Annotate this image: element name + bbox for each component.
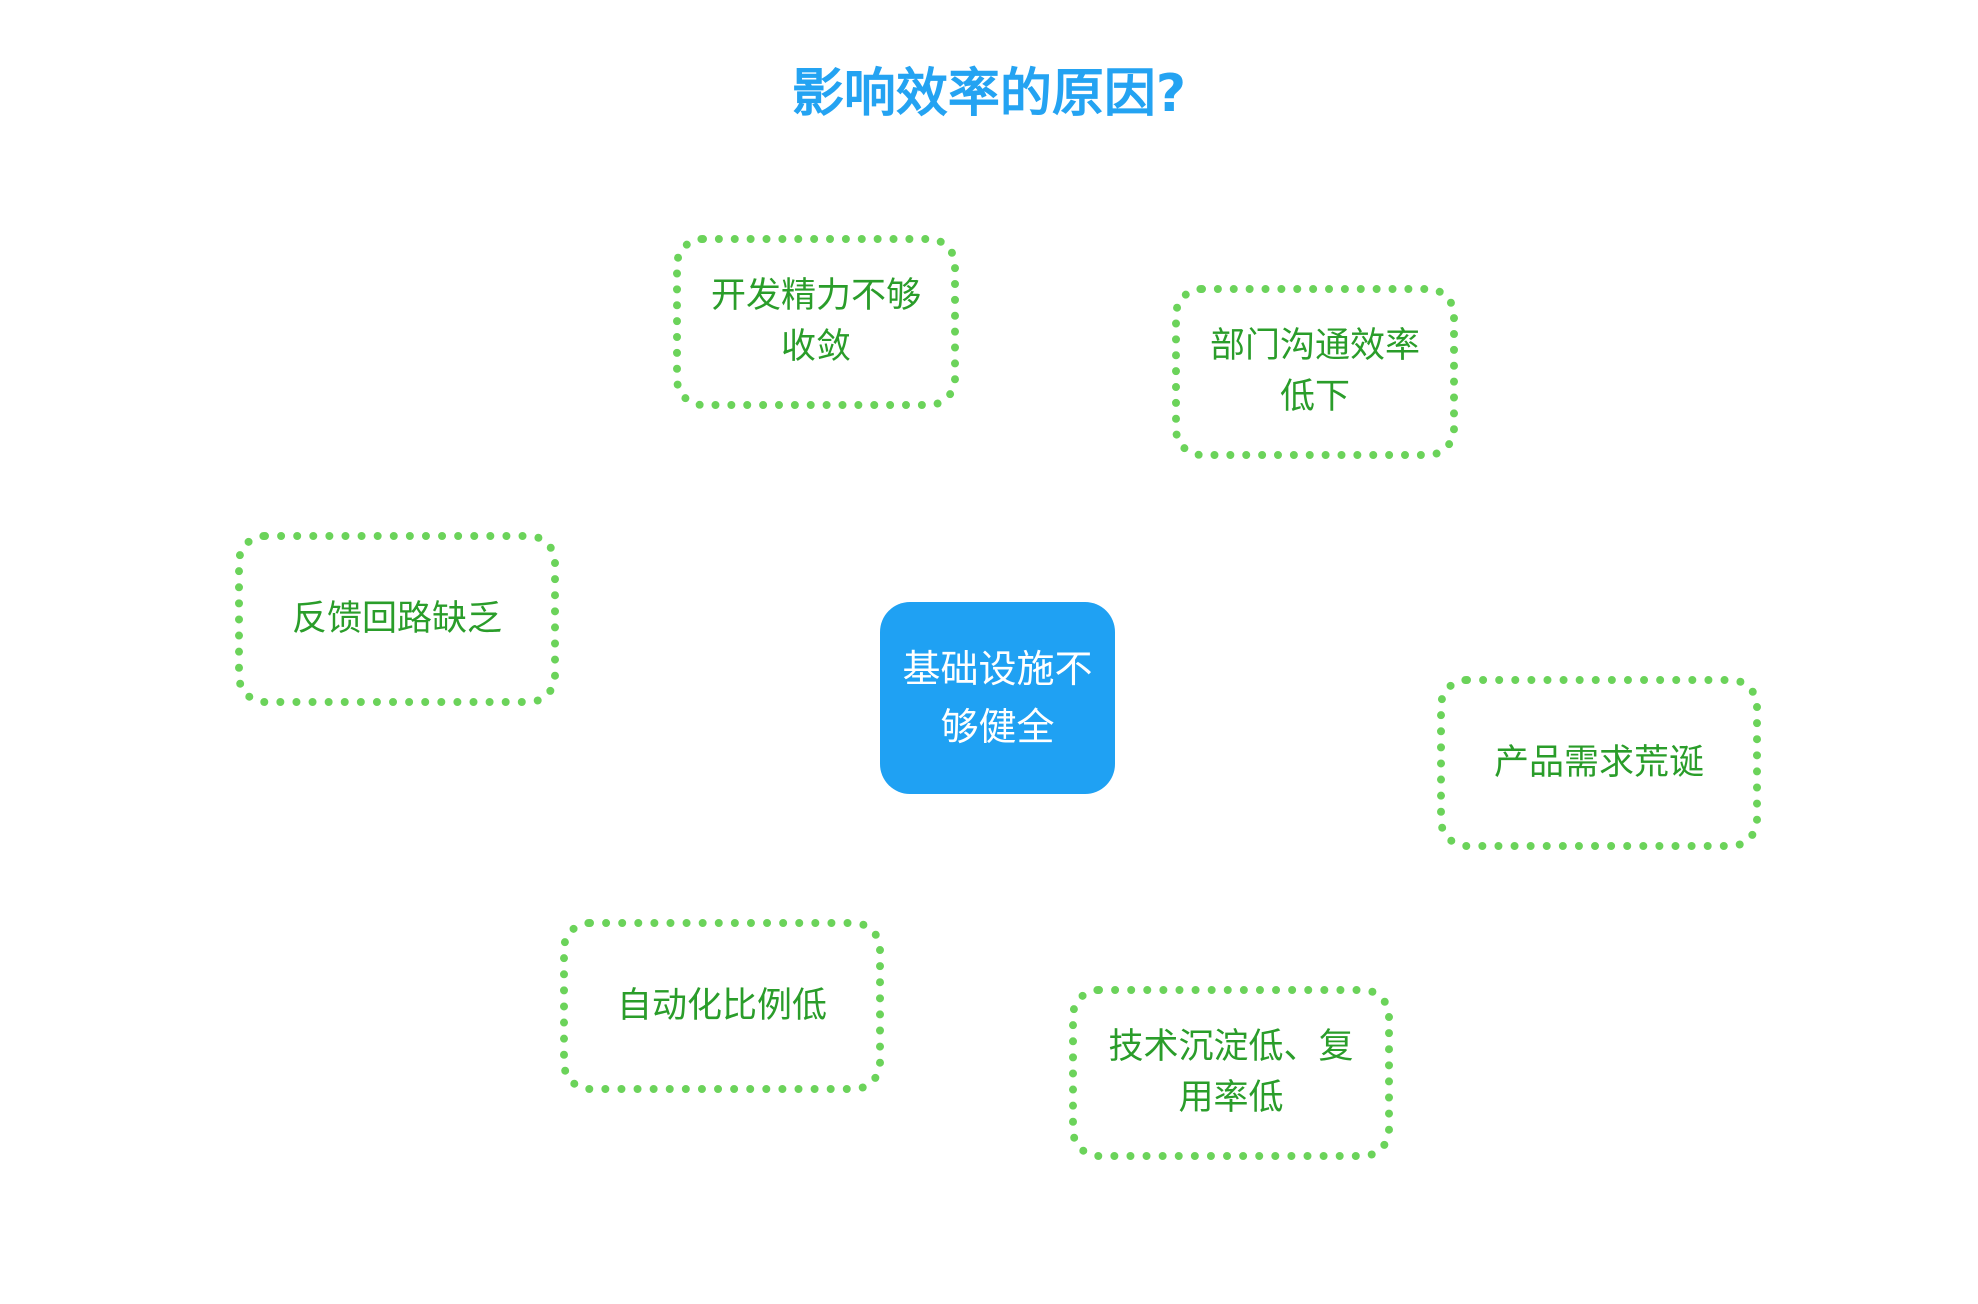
cause-node-tech-reuse: 技术沉淀低、复用率低 bbox=[1069, 986, 1393, 1160]
cause-node-label: 开发精力不够收敛 bbox=[710, 276, 921, 367]
cause-node-label: 自动化比例低 bbox=[616, 985, 827, 1026]
cause-node-dev-focus: 开发精力不够收敛 bbox=[673, 235, 959, 409]
cause-node-product-requirements: 产品需求荒诞 bbox=[1437, 676, 1761, 850]
cause-node-label: 技术沉淀低、复用率低 bbox=[1108, 1027, 1354, 1118]
center-node-label: 基础设施不够健全 bbox=[902, 647, 1093, 749]
cause-node-communication: 部门沟通效率低下 bbox=[1172, 285, 1458, 459]
cause-node-automation: 自动化比例低 bbox=[560, 919, 884, 1093]
cause-node-label: 部门沟通效率低下 bbox=[1209, 326, 1420, 417]
cause-node-feedback-loop: 反馈回路缺乏 bbox=[235, 532, 559, 706]
center-node: 基础设施不够健全 bbox=[880, 602, 1115, 794]
diagram-title: 影响效率的原因? bbox=[791, 64, 1187, 124]
cause-node-label: 产品需求荒诞 bbox=[1493, 742, 1704, 783]
cause-node-label: 反馈回路缺乏 bbox=[291, 598, 502, 639]
